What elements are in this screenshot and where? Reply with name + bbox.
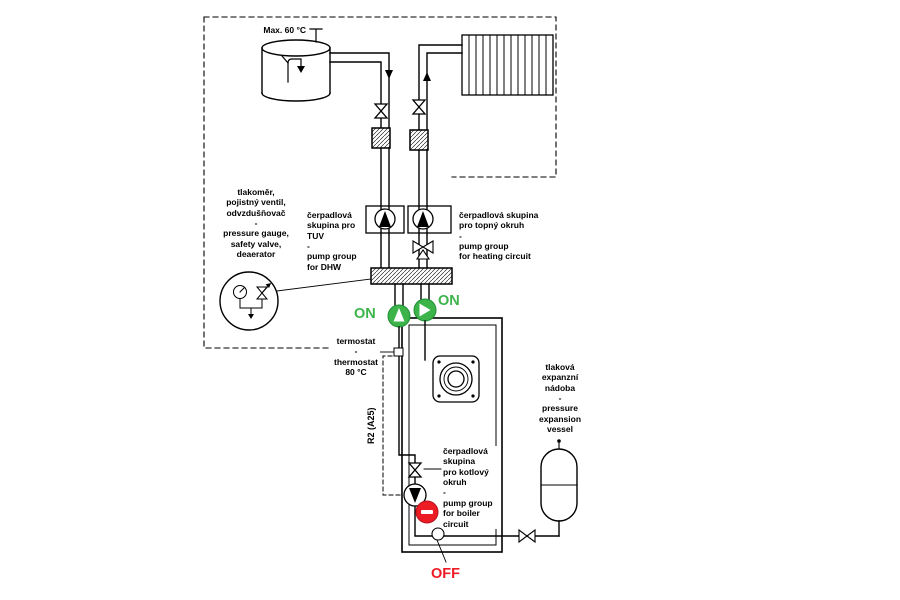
mixing-valve-icon: [412, 240, 434, 260]
dhw-circulation-pump-on-icon: [387, 304, 411, 328]
radiator: [461, 34, 554, 96]
flow-arrow-down-icon: [385, 70, 393, 79]
leader-lines: [276, 278, 447, 563]
dhw-pump-stub-pipes: [394, 283, 404, 307]
tank-top-stub: [309, 28, 323, 43]
tap-icon: [281, 55, 305, 83]
flow-arrow-up-icon: [423, 72, 431, 81]
heating-circuit-pipes: [418, 44, 463, 269]
deaerator-icon: [239, 307, 263, 319]
heating-circulation-pump-on-icon: [413, 298, 437, 322]
drain-fitting-icon: [431, 527, 445, 541]
heating-pump-icon: [412, 208, 434, 230]
dhw-circuit-pipes: [329, 52, 390, 269]
heating-shutoff-valve-icon: [411, 99, 427, 115]
thermostat-sensor-pocket: [393, 347, 404, 357]
burner-plate: [432, 355, 480, 403]
heating-pump-status: ON: [438, 293, 460, 309]
dhw-tank: [261, 28, 331, 102]
heating-pump-group-box: [407, 205, 452, 234]
boiler-pump-icon: [403, 483, 427, 507]
pressure-gauge-icon: [233, 285, 247, 309]
boiler-pump-group-label: čerpadlová skupina pro kotlový okruh - p…: [443, 446, 499, 529]
heating-pump-stub-pipes: [420, 283, 430, 301]
heating-filter-icon: [409, 129, 429, 151]
expansion-shutoff-valve-icon: [518, 528, 536, 544]
dhw-shutoff-valve-icon: [373, 103, 389, 119]
r2-label: R2 (A25): [366, 407, 376, 444]
dhw-filter-icon: [371, 127, 391, 149]
expansion-vessel-label: tlaková expanzní nádoba - pressure expan…: [538, 362, 582, 435]
max-temp-label: Max. 60 °C: [263, 25, 306, 35]
boiler-shutoff-valve-icon: [407, 462, 423, 478]
heating-pump-group-label: čerpadlová skupina pro topný okruh - pum…: [459, 210, 539, 262]
thermostat-label: termostat - thermostat 80 °C: [332, 336, 380, 378]
dhw-pump-status: ON: [354, 306, 376, 322]
safety-valve-icon: [255, 283, 271, 309]
boiler-pump-off-icon: [415, 500, 439, 524]
installation-boundary-dashed: [203, 16, 557, 349]
dhw-pump-icon: [374, 208, 396, 230]
boiler-pump-status: OFF: [431, 566, 460, 582]
safety-group-detail: [219, 271, 279, 331]
r2-dimension-bracket: [382, 355, 410, 496]
dhw-pump-group-label: čerpadlová skupina pro TUV - pump group …: [307, 210, 357, 272]
manifold: [370, 267, 453, 285]
expansion-vessel: [540, 439, 578, 537]
dhw-pump-group-box: [365, 205, 405, 234]
safety-group-label: tlakoměr, pojistný ventil, odvzdušňovač …: [223, 187, 289, 260]
